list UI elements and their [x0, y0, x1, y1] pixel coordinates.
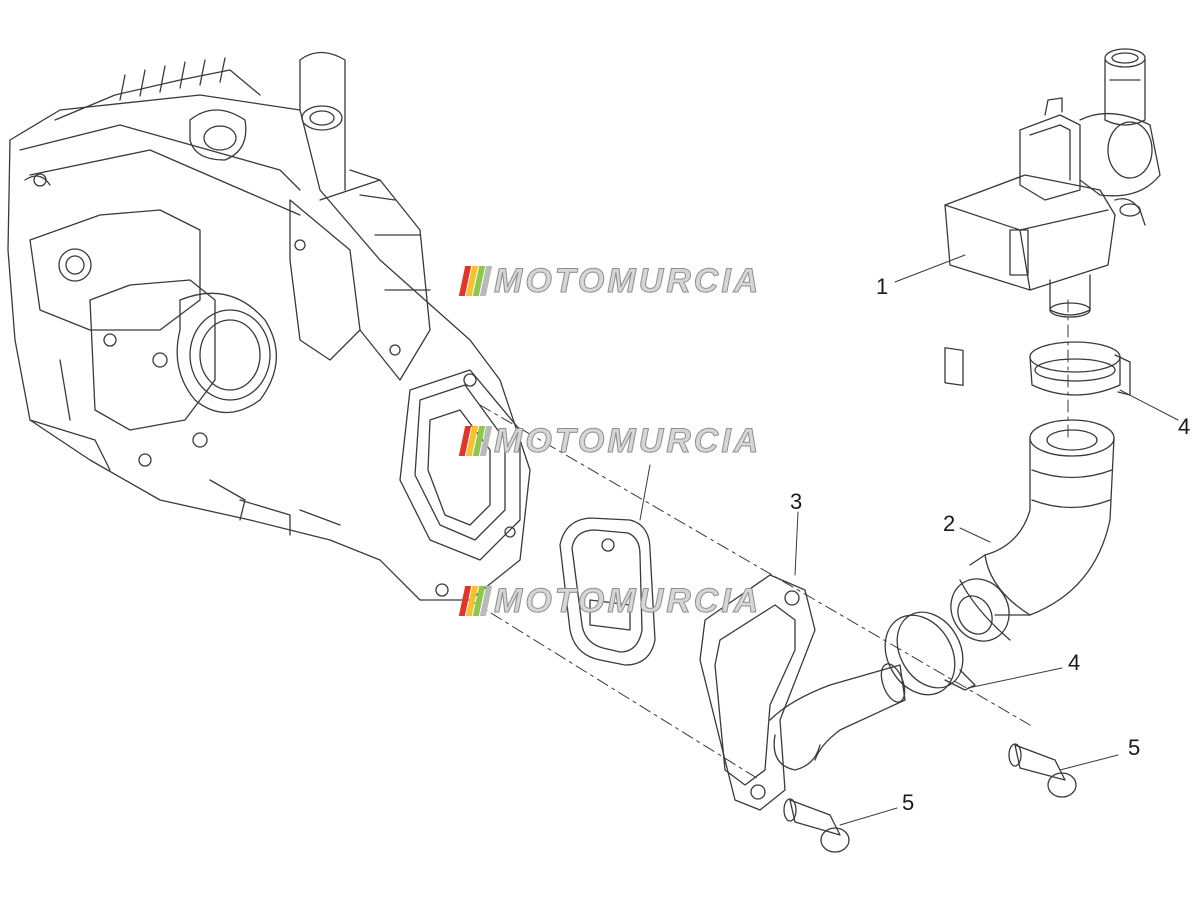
watermark-text: MOTOMURCIA [493, 582, 762, 621]
callout-4-upper: 4 [1178, 414, 1191, 439]
part-4-clamp-lower [884, 611, 976, 696]
watermark-logo-2: MOTOMURCIA [458, 422, 759, 461]
callout-4-lower: 4 [1068, 650, 1081, 675]
watermark-logo-3: MOTOMURCIA [458, 582, 759, 621]
part-4-clamp-upper [1029, 341, 1131, 396]
gasket [559, 517, 656, 666]
part-1-valve [944, 48, 1161, 386]
callout-2: 2 [943, 511, 956, 536]
part-5-bolt-lower [783, 798, 850, 853]
part-2-elbow-hose [950, 419, 1115, 642]
callout-5-lower: 5 [902, 790, 915, 815]
alignment-lines [469, 299, 1069, 781]
watermark-stripes-icon [458, 586, 493, 616]
part-3-flange-fitting [699, 574, 906, 811]
watermark-stripes-icon [458, 426, 493, 456]
callout-1: 1 [876, 274, 889, 299]
watermark-stripes-icon [458, 266, 493, 296]
engine-block [7, 51, 531, 601]
leader-lines [639, 254, 1179, 826]
watermark-text: MOTOMURCIA [493, 262, 762, 301]
watermark-logo-1: MOTOMURCIA [458, 262, 759, 301]
callout-5-upper: 5 [1128, 735, 1141, 760]
callout-3: 3 [790, 489, 803, 514]
part-5-bolt-upper [1008, 743, 1077, 798]
watermark-text: MOTOMURCIA [493, 422, 762, 461]
